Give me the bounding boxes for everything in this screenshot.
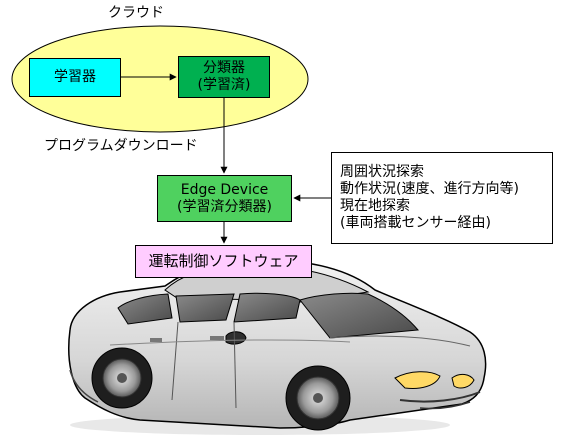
edge-device-box: Edge Device (学習済分類器) [157,175,292,222]
edge-device-label: Edge Device [180,181,269,198]
sensor-sources-box: 周囲状況探索 動作状況(速度、進行方向等) 現在地探索 (車両搭載センサー経由) [331,152,553,244]
learner-box: 学習器 [29,58,121,97]
sensor-source-line: 周囲状況探索 [340,164,424,180]
car-illustration [68,258,487,435]
sensor-source-line: 現在地探索 [340,198,410,214]
sensor-source-line: (車両搭載センサー経由) [340,215,491,231]
sensor-source-line: 動作状況(速度、進行方向等) [340,181,519,197]
classifier-label: 分類器 [203,60,245,76]
download-label: プログラムダウンロード [44,138,198,154]
learner-label: 学習器 [54,69,96,85]
cloud-ellipse [11,25,309,133]
driving-software-box: 運転制御ソフトウェア [135,245,312,278]
classifier-sublabel: (学習済) [197,77,251,93]
cloud-title: クラウド [108,5,164,21]
driving-software-label: 運転制御ソフトウェア [148,252,299,270]
classifier-box: 分類器 (学習済) [178,56,270,98]
edge-device-sublabel: (学習済分類器) [177,198,272,215]
